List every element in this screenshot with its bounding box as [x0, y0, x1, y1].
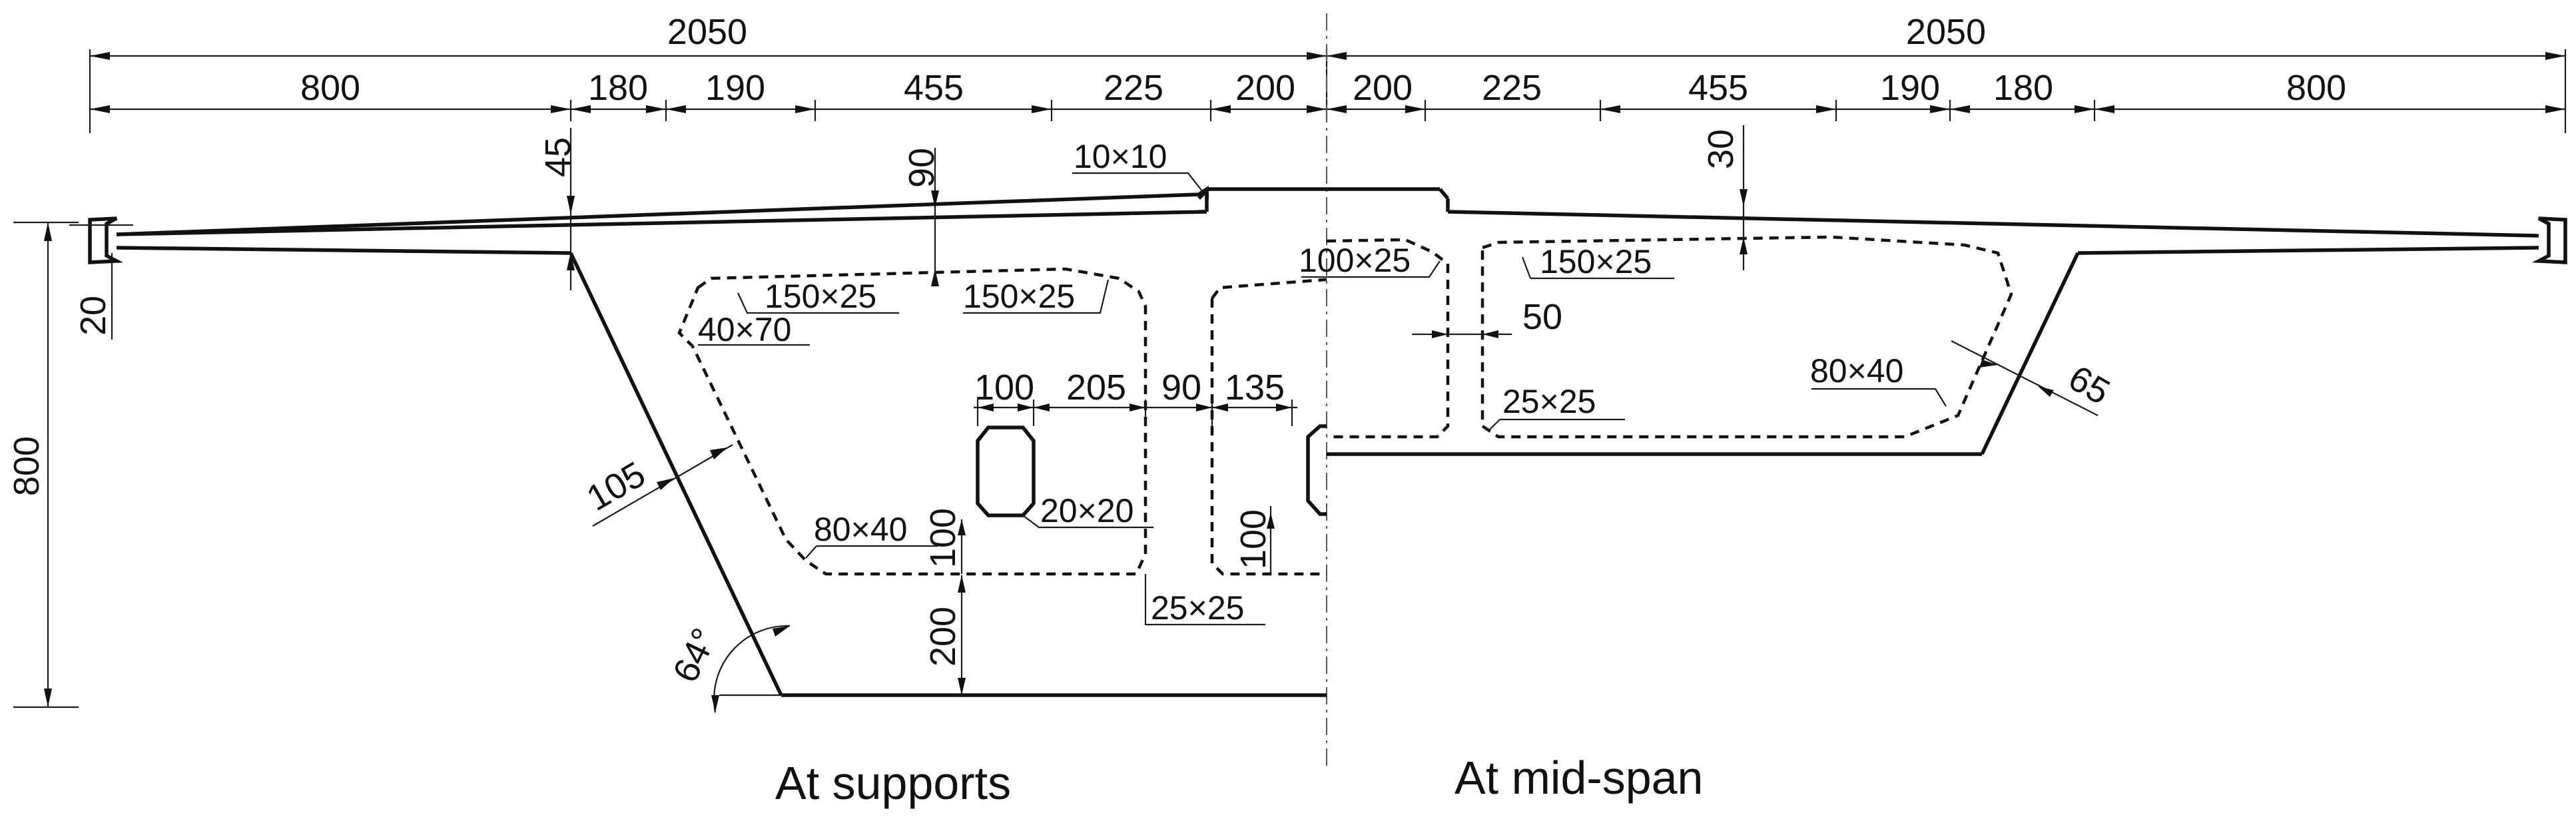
chamfer-support-top-right: 150×25 — [963, 278, 1075, 315]
dim-seg-left-4: 225 — [1104, 68, 1163, 108]
dim-seg-right-2: 455 — [1688, 68, 1748, 108]
dim-top-slab-support: 90 — [902, 148, 942, 188]
dim-web-angle: 64° — [665, 622, 725, 689]
midspan-void-left — [1326, 238, 1450, 439]
dim-seg-right-1: 225 — [1482, 68, 1542, 108]
dim-curb: 20 — [73, 296, 113, 336]
dim-inner-135: 135 — [1225, 368, 1285, 408]
chamfer-labels: 10×10 150×25 150×25 40×70 80×40 20×20 25… — [698, 138, 1947, 627]
dim-inner-height-left: 100 — [923, 508, 963, 568]
caption-at-supports: At supports — [775, 757, 1011, 809]
dim-web-support: 105 — [580, 454, 652, 519]
chamfer-support-bottom: 80×40 — [814, 511, 907, 548]
dim-inner-90: 90 — [1161, 368, 1201, 408]
midspan-void-right — [1480, 235, 2013, 439]
dim-seg-left-2: 190 — [705, 68, 765, 108]
dim-total-left: 2050 — [667, 12, 747, 52]
chamfer-midspan-bottom-outer: 80×40 — [1810, 352, 1903, 390]
support-void-right-cell — [1210, 278, 1327, 576]
dim-inner-100: 100 — [974, 368, 1034, 408]
caption-at-midspan: At mid-span — [1454, 752, 1703, 804]
chamfer-support-top-left: 150×25 — [765, 278, 876, 315]
dim-bottom-slab: 200 — [923, 607, 963, 667]
chamfer-support-bottom-inner: 25×25 — [1151, 589, 1244, 627]
manhole-opening — [976, 425, 1036, 517]
dim-seg-right-3: 190 — [1880, 68, 1940, 108]
dim-total-right: 2050 — [1906, 12, 1986, 52]
dim-top-slab-midspan: 30 — [1701, 129, 1741, 169]
dim-cantilever-root: 45 — [538, 137, 578, 177]
chamfer-center-block: 10×10 — [1074, 138, 1167, 175]
dim-seg-right-5: 800 — [2286, 68, 2346, 108]
dim-web-gap: 50 — [1522, 297, 1562, 337]
dim-seg-left-5: 200 — [1235, 68, 1295, 108]
chamfer-midspan-bottom-inner: 25×25 — [1502, 383, 1596, 420]
chamfer-midspan-top-inner: 100×25 — [1299, 242, 1411, 279]
dim-inner-205: 205 — [1066, 368, 1126, 408]
chamfer-midspan-top-outer: 150×25 — [1540, 243, 1652, 280]
dim-inner-height-right: 100 — [1233, 509, 1273, 569]
dim-seg-right-4: 180 — [1993, 68, 2053, 108]
dim-seg-left-0: 800 — [300, 68, 360, 108]
dim-seg-left-1: 180 — [588, 68, 648, 108]
top-dimension-chain: 2050 2050 800 180 190 455 225 200 200 22… — [89, 12, 2567, 133]
dim-seg-left-3: 455 — [904, 68, 964, 108]
dim-seg-right-0: 200 — [1353, 68, 1413, 108]
chamfer-manhole: 20×20 — [1040, 492, 1133, 529]
support-void — [677, 267, 1147, 576]
dim-web-midspan: 65 — [2062, 358, 2116, 412]
dim-height: 800 — [7, 436, 47, 496]
chamfer-support-side: 40×70 — [698, 311, 791, 348]
